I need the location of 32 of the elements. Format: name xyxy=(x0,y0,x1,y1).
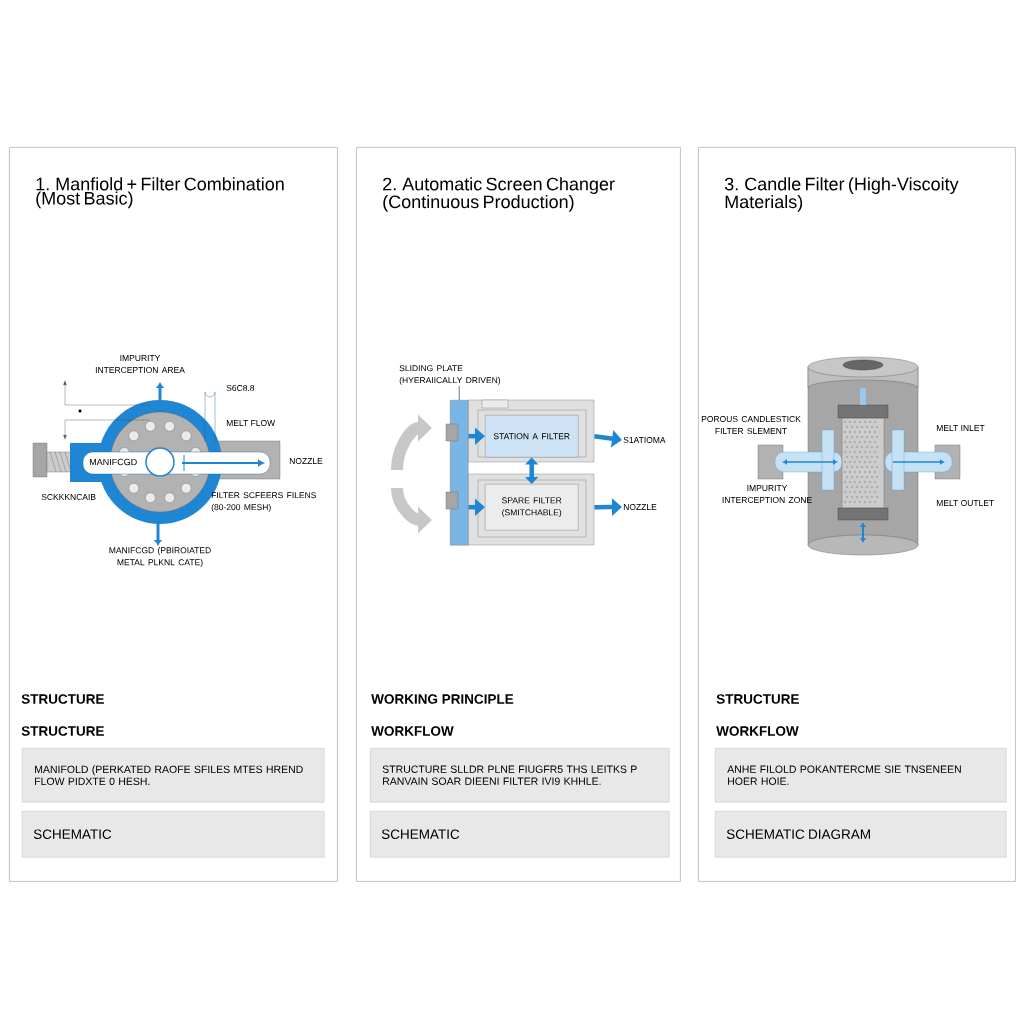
callout-label: POROUS CANDLESTICK FILTER SLEMENT xyxy=(701,416,801,434)
section-heading: WORKFLOW xyxy=(716,726,799,736)
callout-label: IMPURITY INTERCEPTION ZONE xyxy=(722,485,812,503)
description-box: MANIFOLD (PERKATED RAOFE SFILES MTES HREND FLOW PIDXTE 0 HESH. xyxy=(22,748,325,803)
callout-label: SLIDING PLATE (HYERAIICALLY DRIVEN) xyxy=(399,365,501,385)
arrow xyxy=(525,457,539,484)
callout-label: SCKKKNCAIB xyxy=(41,494,96,500)
description-box: ANHE FILOLD POKANTERCME SIE TNSENEEN HOER HOIE. xyxy=(715,748,1007,803)
section-heading: WORKING PRINCIPLE xyxy=(371,694,514,704)
channel-label: MANIFCGD xyxy=(89,458,137,466)
callout-label: S6C8.8 xyxy=(226,385,255,391)
description-box: STRUCTURE SLLDR PLNE FIUGFR5 THS LEITKS P RANVAIN SOAR DIEENI FILTER IVI9 KHHLE. xyxy=(370,748,670,803)
callout-label: NOZZLE xyxy=(623,504,657,510)
sliding-plate xyxy=(445,400,469,546)
filter-box: SPARE FILTER (SMITCHABLE) xyxy=(485,484,579,531)
callout-label: FILTER SCFEERS FILENS (80-200 MESH) xyxy=(211,492,317,512)
schematic-box: SCHEMATIC DIAGRAM xyxy=(715,811,1007,858)
filter-box: STATION A FILTER xyxy=(485,415,579,458)
section-heading: WORKFLOW xyxy=(371,726,454,736)
callout-label: MELT INLET xyxy=(936,425,985,431)
schematic-box: SCHEMATIC xyxy=(22,811,325,858)
leader-line xyxy=(458,385,460,401)
section-heading: STRUCTURE xyxy=(716,694,799,704)
section-heading: STRUCTURE xyxy=(21,726,104,736)
callout-label: NOZZLE xyxy=(289,458,323,464)
callout-label: MELT OUTLET xyxy=(936,500,994,506)
callout-label: S1ATIOMA xyxy=(623,437,666,443)
callout-label: MANIFCGD (PBIROIATED METAL PLKNL CATE) xyxy=(109,547,211,567)
callout-label: IMPURITY INTERCEPTION AREA xyxy=(95,355,185,373)
schematic-box: SCHEMATIC xyxy=(370,811,670,858)
callout-label: MELT FLOW xyxy=(226,420,276,426)
section-heading: STRUCTURE xyxy=(21,694,104,704)
